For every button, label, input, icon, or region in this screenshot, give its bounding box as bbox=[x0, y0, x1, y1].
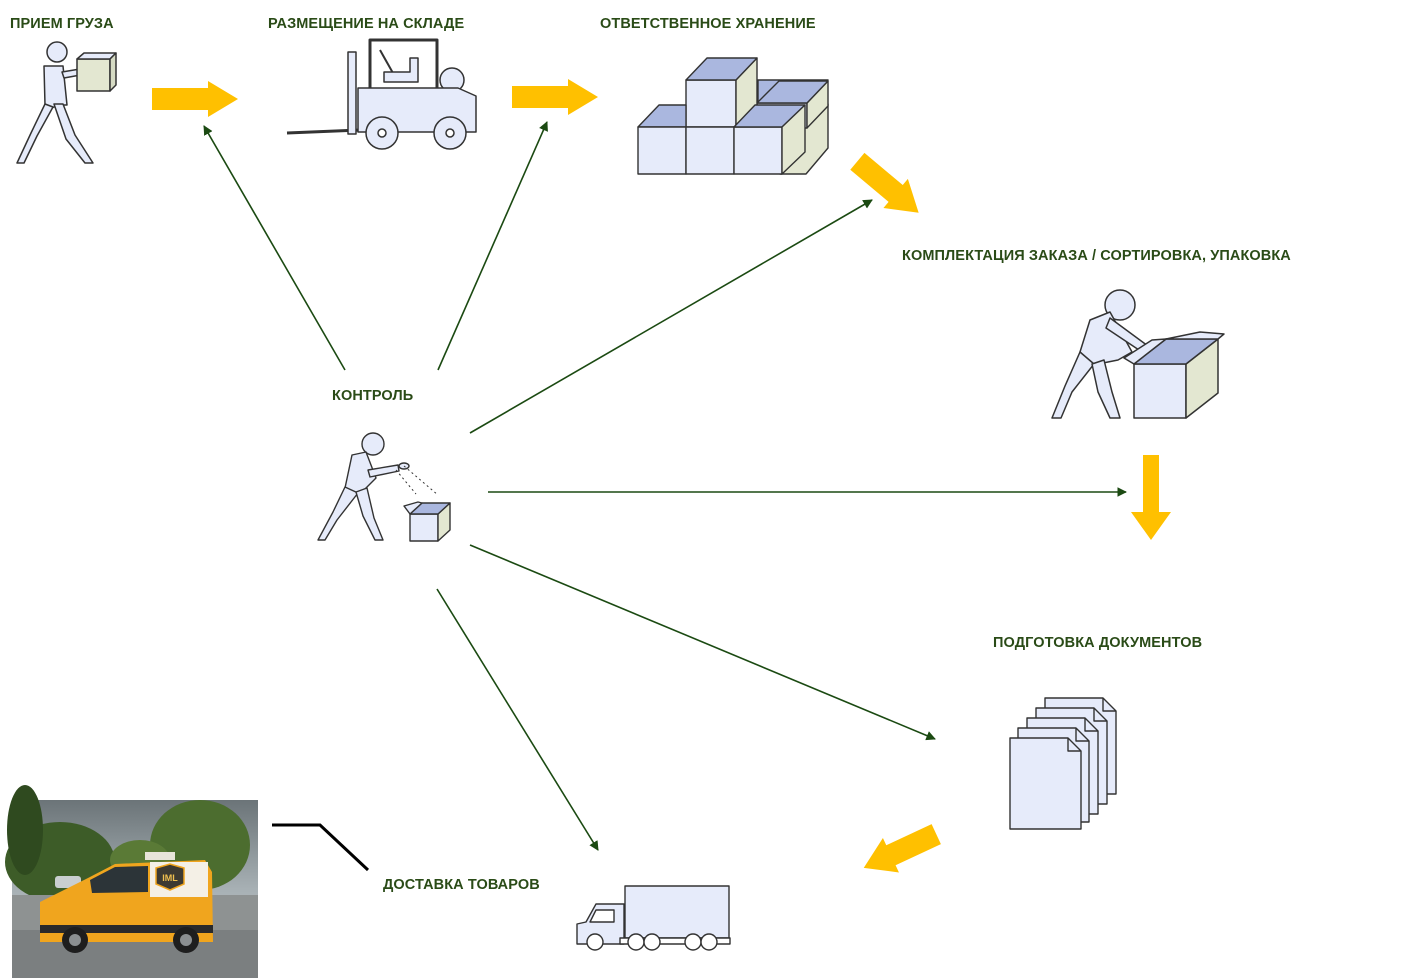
delivery-van-photo: IML bbox=[5, 785, 258, 978]
label-delivery: ДОСТАВКА ТОВАРОВ bbox=[383, 877, 540, 893]
label-receiving: ПРИЕМ ГРУЗА bbox=[10, 16, 114, 32]
person-packing-box-icon bbox=[1051, 289, 1225, 419]
van-logo-text: IML bbox=[162, 873, 178, 883]
process-arrow-picking-to-documents bbox=[1131, 455, 1171, 540]
person-inspecting-icon bbox=[317, 432, 451, 542]
control-arrow-to-picking bbox=[469, 199, 873, 434]
van-connector-line bbox=[272, 823, 370, 872]
person-carrying-box-icon bbox=[16, 41, 117, 164]
stacked-boxes-icon bbox=[637, 57, 829, 175]
process-arrow-storage-to-picking bbox=[850, 152, 919, 213]
forklift-icon bbox=[286, 38, 477, 150]
van-logo: IML bbox=[155, 863, 185, 891]
process-arrow-documents-to-delivery bbox=[863, 824, 941, 873]
control-arrow-to-placement bbox=[203, 125, 346, 371]
label-picking: КОМПЛЕКТАЦИЯ ЗАКАЗА / СОРТИРОВКА, УПАКОВ… bbox=[902, 248, 1291, 264]
label-storage: ОТВЕТСТВЕННОЕ ХРАНЕНИЕ bbox=[600, 16, 816, 32]
truck-icon bbox=[576, 885, 731, 951]
documents-stack-icon bbox=[1009, 697, 1117, 830]
label-placement: РАЗМЕЩЕНИЕ НА СКЛАДЕ bbox=[268, 16, 465, 32]
control-arrows bbox=[203, 121, 1127, 851]
control-arrow-to-documents bbox=[469, 544, 936, 741]
control-arrow-to-storage bbox=[437, 121, 548, 371]
label-documents: ПОДГОТОВКА ДОКУМЕНТОВ bbox=[993, 635, 1203, 651]
control-arrow-to-delivery bbox=[436, 588, 599, 851]
process-arrow-receiving-to-placement bbox=[152, 81, 238, 117]
process-arrow-placement-to-storage bbox=[512, 79, 598, 115]
label-control: КОНТРОЛЬ bbox=[332, 388, 414, 404]
